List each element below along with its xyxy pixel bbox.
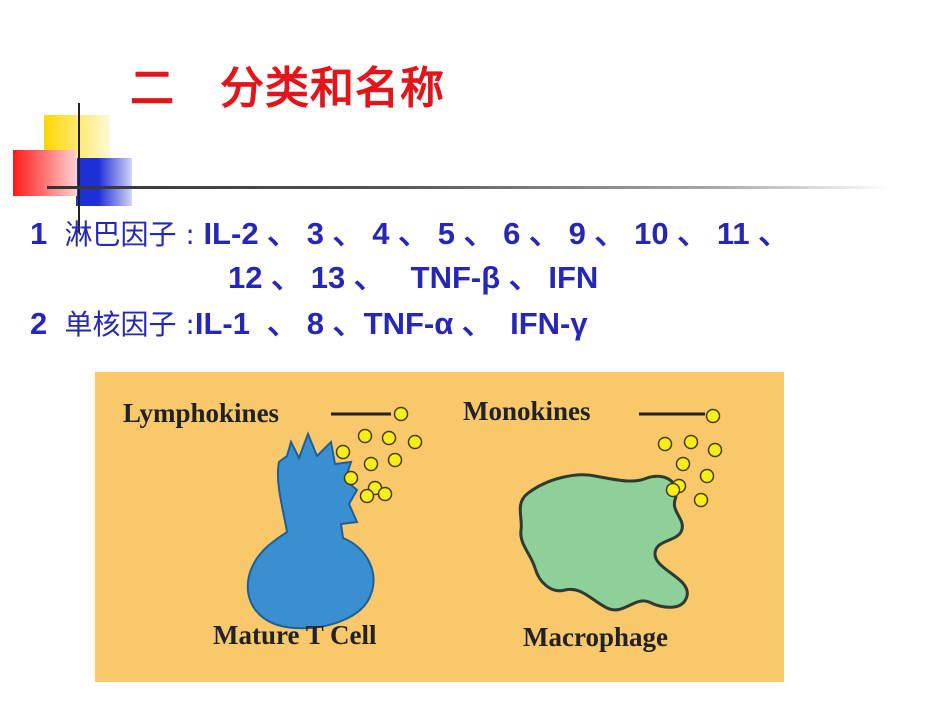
molecule-dot <box>343 470 359 486</box>
decor-fade <box>13 150 77 196</box>
item-number: 2 <box>30 306 48 341</box>
item-name: 单核因子 : <box>64 308 195 341</box>
decor-vertical-line <box>78 103 80 233</box>
molecule-dot <box>675 456 691 472</box>
molecule-dot <box>377 486 393 502</box>
lymphokines-label: Lymphokines <box>123 398 279 428</box>
cytokine-illustration: Lymphokines Monokines Mature T Cell Macr… <box>95 372 784 682</box>
macrophage-label: Macrophage <box>523 622 668 652</box>
molecule-dot <box>705 408 721 424</box>
item-name: 淋巴因子 : <box>64 218 195 251</box>
monokines-label: Monokines <box>463 396 591 426</box>
molecule-dot <box>357 428 373 444</box>
molecule-dot <box>393 406 409 422</box>
slide-title: 二 分类和名称 <box>130 63 445 114</box>
molecule-dot <box>665 482 681 498</box>
title-divider-line <box>47 186 890 189</box>
molecule-dot <box>657 436 673 452</box>
decor-fade <box>76 158 132 206</box>
molecule-dot <box>335 444 351 460</box>
item-list: IL-2 、 3 、 4 、 5 、 6 、 9 、 10 、 11 、 <box>194 216 790 251</box>
item-lymphokines-continued: 12 、 13 、 TNF-β 、 IFN <box>228 260 599 295</box>
molecule-dot <box>359 488 375 504</box>
item-lymphokines: 1 淋巴因子 : IL-2 、 3 、 4 、 5 、 6 、 9 、 10 、… <box>30 208 789 253</box>
molecule-dot <box>699 468 715 484</box>
mature-t-cell-label: Mature T Cell <box>213 620 377 650</box>
molecule-dot <box>407 434 423 450</box>
lymphokine-molecules <box>335 406 423 504</box>
item-monokines: 2 单核因子 :IL-1 、 8 、TNF-α 、 IFN-γ <box>30 298 588 343</box>
molecule-dot <box>683 434 699 450</box>
mature-t-cell-shape <box>246 431 375 630</box>
molecule-dot <box>387 452 403 468</box>
macrophage-shape <box>518 473 689 612</box>
illustration-svg: Lymphokines Monokines Mature T Cell Macr… <box>95 372 784 682</box>
molecule-dot <box>381 430 397 446</box>
item-number: 1 <box>30 216 48 251</box>
monokine-molecules <box>657 408 723 508</box>
molecule-dot <box>363 456 379 472</box>
molecule-dot <box>693 492 709 508</box>
molecule-dot <box>707 442 723 458</box>
item-list: IL-1 、 8 、TNF-α 、 IFN-γ <box>194 306 588 341</box>
